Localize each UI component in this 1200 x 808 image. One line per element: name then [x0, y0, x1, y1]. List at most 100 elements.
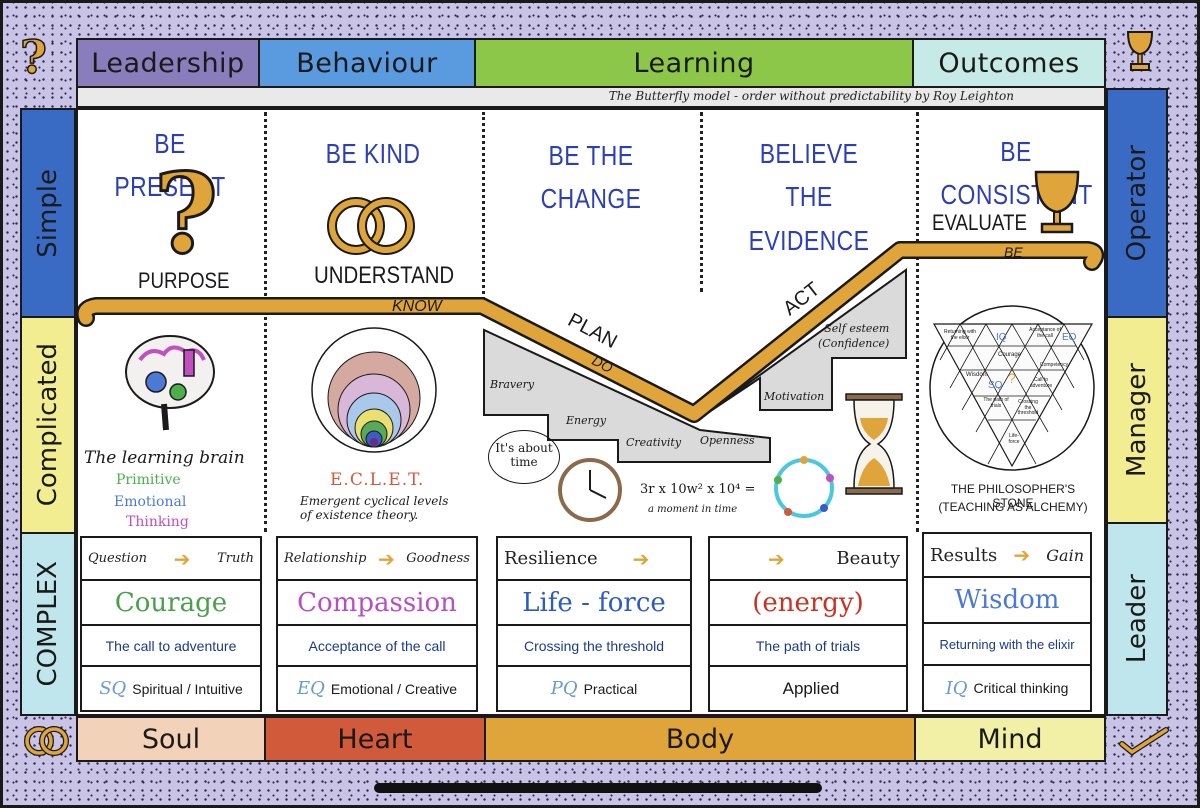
- cell-intelligence-badge: IQ: [945, 677, 968, 699]
- footer-soul-label: Soul: [141, 723, 201, 755]
- cell-quality-row: (energy): [710, 581, 906, 626]
- cell-quality: (energy): [752, 587, 864, 618]
- question-mark-corner-icon: ?: [19, 29, 47, 85]
- header-behaviour-label: Behaviour: [296, 47, 438, 79]
- right-operator: Operator: [1106, 88, 1168, 318]
- stone-cell: Crossing the threshold: [1017, 399, 1039, 416]
- arrow-right-icon: ➔: [377, 546, 395, 571]
- header-leadership-label: Leadership: [91, 47, 245, 79]
- clock-icon: [558, 458, 622, 522]
- cell-pair-right: Gain: [1046, 545, 1084, 565]
- cell-journey-row: Crossing the threshold: [498, 626, 690, 667]
- stair-openness: Openness: [700, 434, 755, 447]
- cell-quality: Wisdom: [954, 585, 1060, 615]
- stair-energy: Energy: [566, 414, 607, 427]
- stone-cell: Courage: [998, 352, 1022, 358]
- left-complicated: Complicated: [20, 316, 76, 534]
- rings-icon: [327, 197, 415, 255]
- stone-title: THE PHILOSOPHER'S STONE: [950, 482, 1076, 510]
- column-divider: [482, 112, 485, 312]
- stone-cell: Competency: [1040, 362, 1069, 368]
- stone-cell: Wisdom: [966, 372, 988, 378]
- label-understand: UNDERSTAND: [314, 262, 455, 289]
- stair-motivation: Motivation: [764, 390, 825, 403]
- cycle-ring-icon: [774, 456, 834, 518]
- cell-intelligence-text: Practical: [583, 680, 638, 697]
- stone-cell: ?: [1008, 370, 1016, 386]
- cell-intelligence-badge: SQ: [99, 678, 127, 699]
- cell-journey-row: The path of trials: [710, 626, 906, 667]
- stone-cell: Life-force: [1008, 433, 1020, 445]
- formula-note: a moment in time: [648, 504, 738, 515]
- arrow-right-icon: ➔: [1013, 543, 1031, 567]
- cell-pair-left: Results: [930, 544, 998, 566]
- heading-be-the-change: BE THE CHANGE: [540, 140, 642, 215]
- cell-journey: Returning with the elixir: [939, 636, 1075, 652]
- footer-heart: Heart: [264, 716, 486, 762]
- footer-heart-label: Heart: [337, 723, 413, 755]
- heading-be-present: BE PRESENT: [114, 128, 226, 203]
- footer-body: Body: [484, 716, 916, 762]
- footer-mind-label: Mind: [977, 723, 1043, 755]
- label-evaluate: EVALUATE: [932, 210, 1027, 235]
- left-simple: Simple: [20, 108, 76, 318]
- home-indicator: [374, 783, 822, 793]
- heading-believe-the-evidence: BELIEVE THE EVIDENCE: [748, 138, 870, 256]
- grail-corner-icon: [1126, 31, 1154, 71]
- eclet-circles-icon: [311, 327, 437, 453]
- cell-quality-row: Courage: [82, 581, 260, 626]
- stone-cell: Call to adventure: [1029, 377, 1053, 389]
- hourglass-icon: [845, 393, 903, 495]
- label-purpose: PURPOSE: [138, 268, 230, 293]
- cell-pair-row: ➔Beauty: [710, 538, 906, 581]
- stone-cell: SQ: [988, 380, 1003, 391]
- cell-pair-right: Truth: [217, 551, 254, 566]
- cell-pair-row: Relationship➔Goodness: [278, 538, 476, 581]
- label-know: KNOW: [392, 298, 442, 315]
- column-divider: [264, 112, 267, 532]
- left-complex: COMPLEX: [20, 532, 76, 716]
- cell-journey: Acceptance of the call: [308, 637, 446, 654]
- brain-title: The learning brain: [84, 448, 245, 468]
- cell-quality-row: Life - force: [498, 581, 690, 626]
- brain-icon: [125, 335, 215, 431]
- golden-path-fill: [78, 243, 1102, 421]
- arrow-right-icon: ➔: [173, 546, 191, 571]
- brain-line-primitive: Primitive: [116, 472, 181, 488]
- cell-pair-row: Results ➔ Gain: [924, 534, 1090, 578]
- formula-text: 3r x 10w² x 10⁴ =: [640, 482, 756, 497]
- cell-pair-right: Goodness: [406, 551, 470, 566]
- header-learning-label: Learning: [633, 47, 755, 79]
- header-learning: Learning: [474, 38, 914, 88]
- cell-pair-row: Question ➔ Truth: [82, 538, 260, 581]
- cell-quality-row: Wisdom: [924, 578, 1090, 624]
- cell-pair-left: Question: [88, 551, 147, 566]
- arrow-right-icon: ➔: [632, 546, 650, 571]
- check-corner-icon: [1119, 727, 1169, 756]
- cell-journey: The call to adventure: [105, 637, 237, 654]
- cell-intelligence-text: Applied: [782, 678, 840, 698]
- stair-creativity: Creativity: [626, 436, 682, 449]
- column-divider: [700, 112, 703, 292]
- cell-quality-row: Compassion: [278, 581, 476, 626]
- cell-quality: Courage: [114, 587, 228, 618]
- cell-intelligence-text: Emotional / Creative: [330, 680, 457, 697]
- right-leader: Leader: [1106, 522, 1168, 716]
- question-mark-icon: ?: [154, 149, 218, 278]
- stone-cell: Returning with the elixir: [944, 329, 976, 341]
- subtitle-bar: The Butterfly model - order without pred…: [76, 86, 1106, 108]
- label-be: BE: [1004, 244, 1023, 260]
- brain-line-thinking: Thinking: [126, 514, 189, 530]
- footer-soul: Soul: [76, 716, 266, 762]
- cell-quality: Life - force: [522, 587, 666, 618]
